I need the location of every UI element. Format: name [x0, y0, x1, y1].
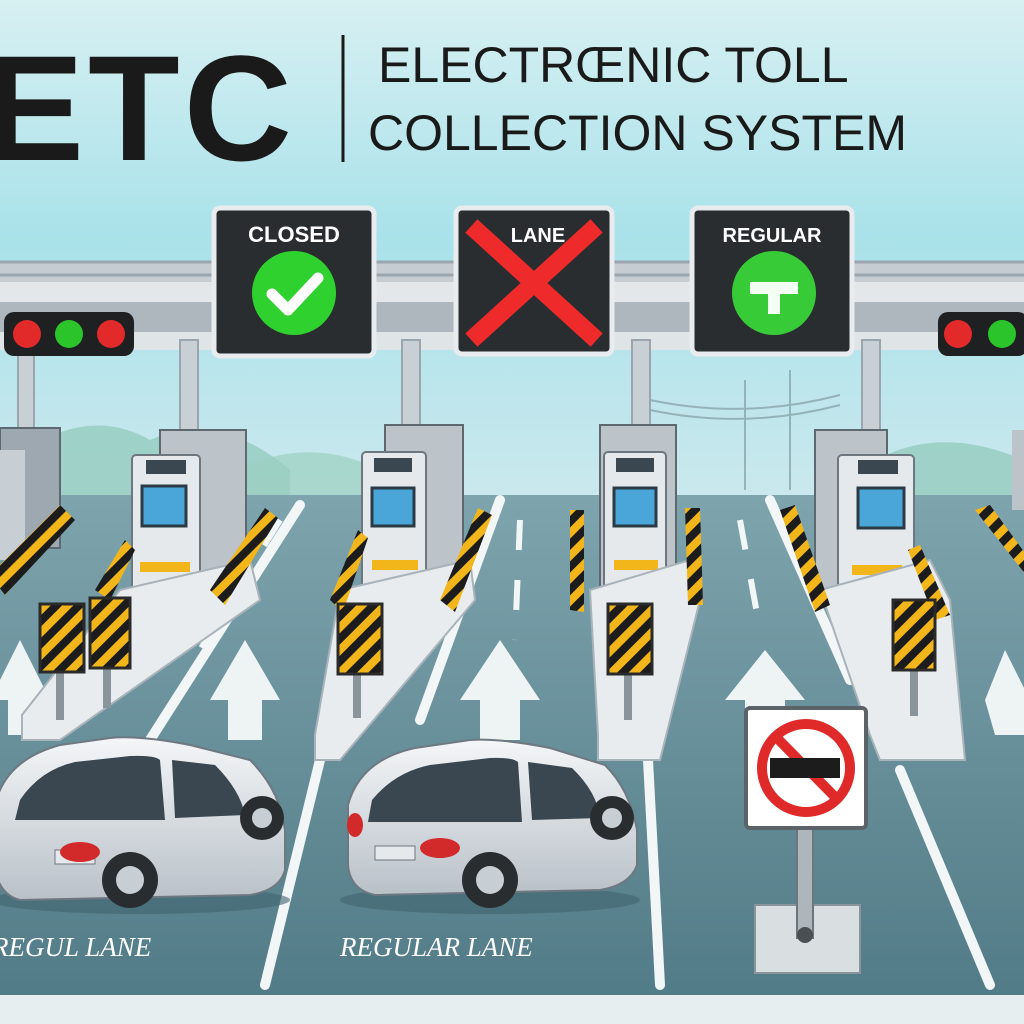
hazard-sign [38, 602, 86, 720]
car-center [340, 738, 640, 914]
hazard-sign [336, 602, 384, 718]
toll-booth [814, 429, 915, 606]
cross-icon [465, 219, 603, 347]
overhead-sign-lane: LANE [453, 205, 615, 357]
etc-logo: ETC [0, 24, 296, 192]
red-lamp [13, 320, 41, 348]
hazard-sign [891, 598, 937, 716]
red-lamp [97, 320, 125, 348]
lane-label-center: REGULAR LANE [339, 932, 533, 962]
t-bar-icon [750, 282, 798, 314]
car-left [0, 736, 290, 914]
sign-label: LANE [511, 225, 565, 247]
green-lamp [55, 320, 83, 348]
hazard-sign [88, 596, 132, 708]
no-entry-sign [744, 706, 868, 974]
hazard-sign [606, 602, 654, 720]
traffic-light-right [938, 312, 1024, 356]
sign-label: REGULAR [723, 225, 822, 247]
green-lamp [988, 320, 1016, 348]
title-line-2: COLLECTION SYSTEM [368, 105, 907, 161]
traffic-light-left [4, 312, 134, 356]
header: ETC ELECTRŒNIC TOLL COLLECTION SYSTEM [0, 24, 907, 192]
sign-label: CLOSED [248, 222, 340, 247]
title-line-1: ELECTRŒNIC TOLL [378, 37, 849, 93]
toll-booth [361, 424, 464, 603]
no-entry-icon [757, 719, 855, 817]
red-lamp [944, 320, 972, 348]
check-icon [266, 272, 324, 316]
overhead-sign-regular: REGULAR [689, 205, 855, 357]
overhead-sign-closed: CLOSED [211, 205, 377, 359]
lane-label-left: REGUL LANE [0, 932, 152, 962]
